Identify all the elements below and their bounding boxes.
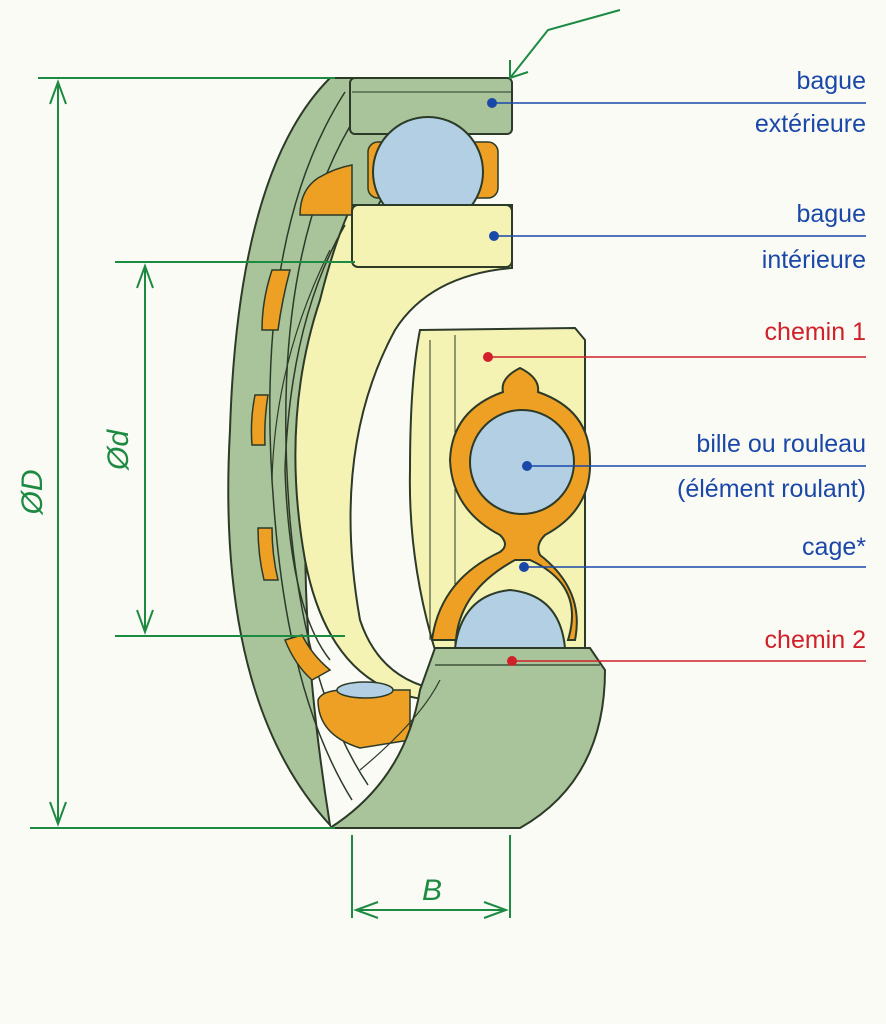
outer-diameter-label: ØD (16, 470, 49, 516)
label-outer-ring-line2: extérieure (755, 110, 866, 138)
label-raceway-1: chemin 1 (765, 318, 866, 346)
cage-segment-back-4 (257, 527, 279, 581)
ball-section-lower (453, 588, 567, 649)
width-label: B (422, 874, 442, 907)
leader-raceway-1 (483, 352, 866, 362)
inner-ring-rim-2 (271, 249, 331, 481)
dimension-width (351, 9, 621, 919)
leader-raceway-2 (507, 656, 866, 666)
label-raceway-2: chemin 2 (765, 626, 866, 654)
cage-segment-back-5 (283, 634, 332, 681)
leader-inner-ring (489, 231, 866, 241)
dimension-outer-diameter (30, 77, 335, 829)
outer-ring-groove-1 (269, 91, 353, 801)
label-cage: cage* (802, 533, 866, 561)
outer-ring-section (326, 647, 607, 829)
leader-cage (519, 562, 866, 572)
label-outer-ring-line1: bague (796, 67, 866, 95)
dimension-inner-diameter (115, 261, 355, 637)
inner-ring-top (351, 204, 513, 268)
cage-segment-back-2 (261, 269, 291, 331)
label-inner-ring-line1: bague (796, 200, 866, 228)
ball-bottom-hidden (336, 681, 394, 699)
label-rolling-element-line1: bille ou rouleau (696, 430, 866, 458)
inner-ring-rim (284, 224, 346, 661)
label-inner-ring-line2: intérieure (762, 246, 866, 274)
leader-outer-ring (487, 98, 866, 108)
leader-rolling-element (522, 461, 866, 471)
cage-segment-back-3 (250, 394, 269, 446)
label-rolling-element-line2: (élément roulant) (677, 475, 866, 503)
inner-diameter-label: Ød (102, 429, 135, 471)
ball-section-upper (469, 409, 575, 515)
